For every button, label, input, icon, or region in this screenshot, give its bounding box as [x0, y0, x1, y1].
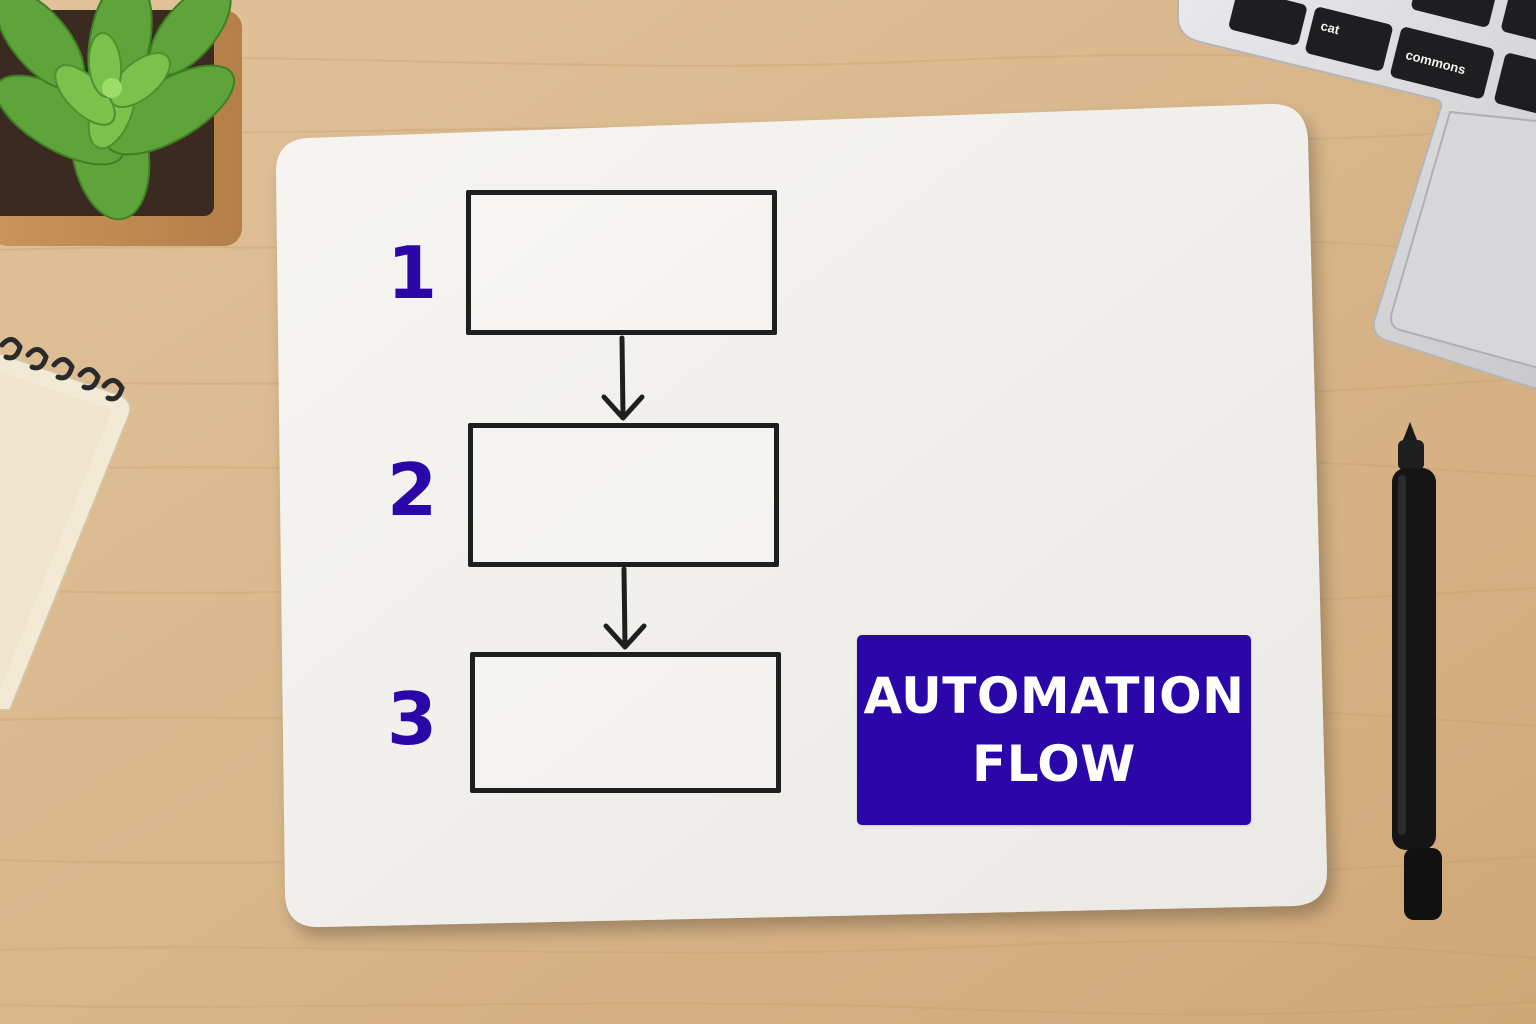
step-number-1: 1	[387, 231, 438, 315]
spiral-notebook-icon	[0, 337, 132, 711]
step-number-2: 2	[387, 448, 438, 532]
automation-flow-label: AUTOMATION FLOW	[857, 635, 1251, 825]
laptop-key-commons: commons	[1404, 47, 1468, 78]
arrow-2-to-3	[621, 566, 628, 648]
label-line-1: AUTOMATION	[863, 667, 1245, 725]
flow-step-box-2	[468, 423, 779, 567]
laptop-key-cat: cat	[1319, 18, 1342, 38]
flow-step-box-1	[466, 190, 777, 335]
label-line-2: FLOW	[972, 735, 1136, 793]
laptop-icon	[1176, 0, 1536, 390]
arrow-head-2	[603, 623, 647, 650]
arrow-1-to-2	[619, 335, 626, 419]
flow-arrows	[601, 335, 647, 650]
step-number-3: 3	[387, 677, 438, 761]
marker-pen-icon	[1392, 422, 1442, 920]
arrow-head-1	[601, 394, 645, 421]
flow-step-box-3	[470, 652, 781, 793]
succulent-plant-icon	[0, 0, 242, 246]
